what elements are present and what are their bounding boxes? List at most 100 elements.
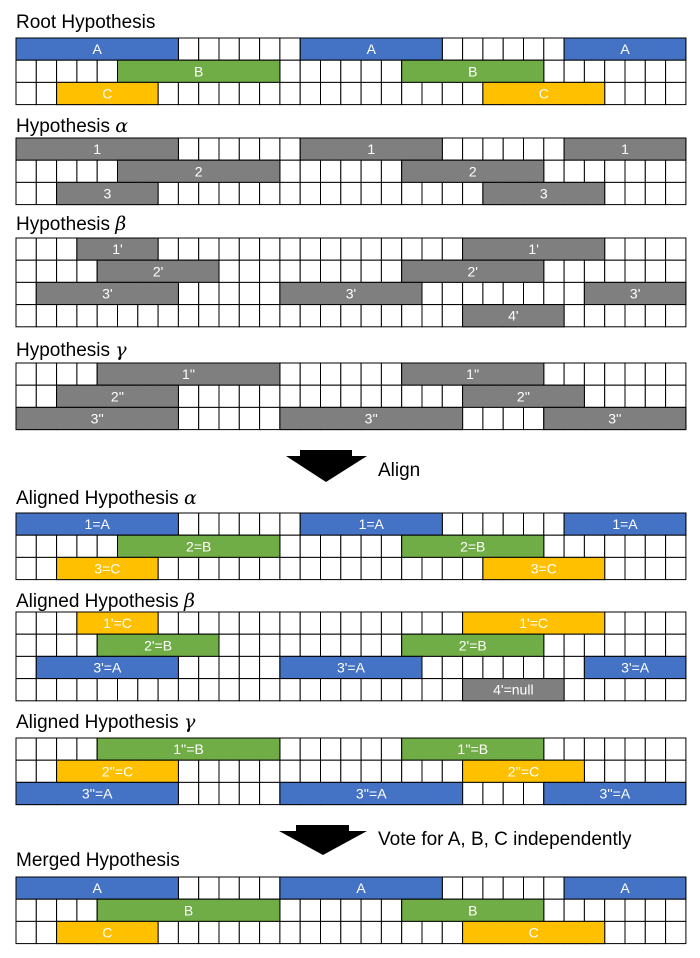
grid-cell — [299, 759, 322, 783]
grid-cell — [299, 556, 322, 581]
segment-A: A — [15, 37, 179, 61]
grid-cell — [380, 898, 403, 922]
grid-cell — [441, 137, 464, 161]
segment-label: 1'' — [182, 366, 195, 382]
grid-cell — [482, 876, 504, 900]
grid-cell — [665, 304, 687, 328]
segment-label: 3'' — [608, 411, 621, 427]
grid-cell — [259, 237, 281, 261]
grid-cell — [644, 259, 667, 283]
grid-cell — [218, 611, 240, 635]
grid-cell — [583, 59, 606, 83]
grid-cell — [299, 534, 322, 558]
segment-label: 1=A — [359, 516, 385, 532]
grid-cell — [543, 898, 565, 922]
segment-A: 1=A — [563, 512, 687, 536]
grid-cell — [421, 281, 443, 306]
grid-cell — [462, 556, 484, 581]
section-title-text: Hypothesis — [16, 116, 115, 137]
grid-cell — [218, 281, 240, 306]
grid-cell — [259, 920, 281, 945]
segment-label: 2 — [469, 163, 477, 179]
section-title-text: Hypothesis — [16, 214, 115, 235]
section-title-symbol: β — [183, 590, 195, 612]
segment-label: A — [93, 41, 103, 57]
grid-cell — [340, 304, 362, 328]
grid-cell — [421, 759, 443, 783]
segment-A: A — [279, 876, 443, 900]
grid-cell — [177, 759, 200, 783]
grid-cell — [218, 655, 240, 680]
section-title: Hypothesis α — [16, 115, 128, 137]
grid-cell — [441, 304, 464, 328]
grid-cell — [644, 633, 667, 657]
grid-cell — [543, 512, 565, 536]
section-title-symbol: α — [184, 487, 197, 509]
grid-cell — [340, 556, 362, 581]
grid-cell — [604, 237, 626, 261]
grid-cell — [177, 81, 200, 106]
segment-gray: 2'' — [56, 384, 179, 408]
section-title: Merged Hypothesis — [16, 850, 180, 871]
grid-cell — [96, 304, 118, 328]
segment-gray: 4'=null — [462, 678, 565, 702]
grid-cell — [279, 59, 301, 83]
grid-cell — [644, 759, 667, 783]
grid-cell — [15, 81, 37, 106]
grid-row: 3'3'3' — [15, 281, 687, 306]
grid-cell — [76, 259, 98, 283]
grid-cell — [523, 281, 545, 306]
grid-cell — [198, 137, 220, 161]
align-arrow-shape — [286, 450, 367, 482]
grid-cell — [279, 259, 301, 283]
grid-cell — [76, 362, 98, 386]
segment-label: 2''=C — [102, 763, 133, 779]
segment-bar — [482, 181, 606, 206]
grid-cell — [76, 304, 98, 328]
grid-cell — [218, 406, 240, 431]
grid-cell — [218, 633, 240, 657]
segment-label: 3' — [630, 286, 640, 302]
grid-cell — [401, 237, 423, 261]
grid-cell — [624, 384, 646, 408]
segment-label: B — [194, 63, 203, 79]
segment-label: 1 — [93, 141, 101, 157]
grid-cell — [15, 304, 37, 328]
grid-cell — [35, 678, 58, 702]
grid-cell — [299, 920, 322, 945]
segment-B: B — [401, 898, 545, 922]
grid-cell — [15, 759, 37, 783]
grid-cell — [56, 237, 78, 261]
grid-cell — [441, 876, 464, 900]
segment-B: 1''=B — [96, 737, 281, 761]
grid-cell — [543, 259, 565, 283]
segment-label: 2' — [468, 263, 478, 279]
grid-cell — [624, 556, 646, 581]
segment-gray: 3 — [482, 181, 606, 206]
grid-cell — [380, 237, 403, 261]
segment-label: 2''=C — [508, 763, 539, 779]
grid-row: 4' — [15, 304, 687, 328]
grid-cell — [360, 237, 382, 261]
grid-cell — [259, 384, 281, 408]
grid-cell — [238, 81, 261, 106]
grid-cell — [441, 611, 464, 635]
grid-cell — [96, 534, 118, 558]
segment-gray: 3'' — [543, 406, 687, 431]
segment-label: 3'=A — [93, 660, 122, 676]
grid-cell — [279, 920, 301, 945]
grid-cell — [198, 920, 220, 945]
segment-label: 3'' — [365, 411, 378, 427]
grid-cell — [543, 59, 565, 83]
grid-cell — [441, 556, 464, 581]
grid-cell — [644, 678, 667, 702]
grid-cell — [563, 259, 585, 283]
grid-cell — [421, 556, 443, 581]
grid-cell — [279, 137, 301, 161]
grid-cell — [15, 259, 37, 283]
section-title: Aligned Hypothesis γ — [16, 711, 196, 733]
grid-cell — [441, 678, 464, 702]
segment-C: 2''=C — [462, 759, 585, 783]
